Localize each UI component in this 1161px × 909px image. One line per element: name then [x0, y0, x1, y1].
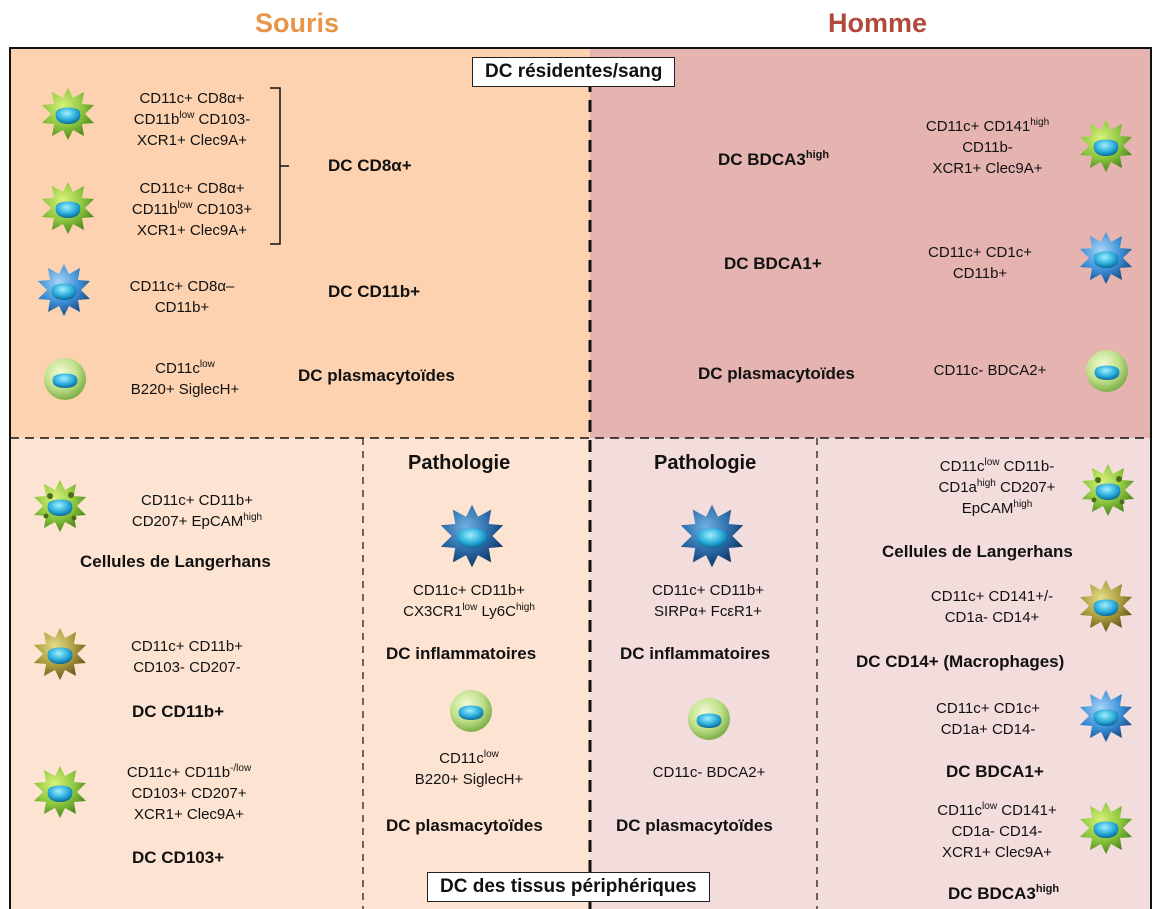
label-dc-plasmacytoides: DC plasmacytoïdes	[698, 364, 855, 383]
box-dc-tissus-peripheriques: DC des tissus périphériques	[427, 872, 710, 902]
human-cd14-markers: CD11c+ CD141+/- CD1a- CD14+	[930, 588, 1054, 626]
pathologie-title: Pathologie	[408, 452, 511, 474]
label-dc-cd11b: DC CD11b+	[132, 702, 225, 721]
human-patho-pdc-markers: CD11c- BDCA2+	[652, 764, 766, 781]
blue-spiky-dendritic-cell-icon	[1080, 232, 1132, 284]
green-spiky-dendritic-cell-icon	[34, 766, 86, 818]
header-homme: Homme	[828, 8, 928, 38]
human-inflam-markers: CD11c+ CD11b+ SIRPα+ FcεR1+	[651, 582, 764, 620]
dark-blue-spiky-dendritic-cell-icon	[680, 504, 744, 568]
green-spiky-dendritic-cell-icon	[42, 88, 94, 140]
header-souris: Souris	[255, 8, 340, 38]
label-dc-cd14-macrophages: DC CD14+ (Macrophages)	[856, 652, 1065, 671]
green-spotted-langerhans-cell-icon	[34, 480, 86, 532]
pathologie-title: Pathologie	[654, 452, 757, 474]
human-bdca3-markers: CD11c+ CD141high CD11b- XCR1+ Clec9A+	[925, 117, 1050, 178]
mouse-inflam-markers: CD11c+ CD11b+ CX3CR1low Ly6Chigh	[403, 582, 535, 620]
mouse-cd11b-tissue-markers: CD11c+ CD11b+ CD103- CD207-	[130, 638, 243, 676]
blue-spiky-dendritic-cell-icon	[1080, 690, 1132, 742]
green-round-cell-icon	[1086, 350, 1128, 392]
human-langerhans-markers: CD11clow CD11b- CD1ahigh CD207+ EpCAMhig…	[938, 457, 1056, 518]
human-tissue-panel	[590, 438, 1151, 909]
green-spiky-dendritic-cell-icon	[1080, 802, 1132, 854]
label-cellules-de-langerhans: Cellules de Langerhans	[882, 542, 1073, 561]
mouse-pdc-markers: CD11clow B220+ SiglecH+	[130, 359, 240, 399]
dark-blue-spiky-dendritic-cell-icon	[440, 504, 504, 568]
label-cellules-de-langerhans: Cellules de Langerhans	[80, 552, 271, 571]
box-dc-residentes-sang: DC résidentes/sang	[472, 57, 676, 87]
label-dc-cd11b: DC CD11b+	[328, 282, 421, 301]
label-dc-inflammatoires: DC inflammatoires	[620, 644, 771, 663]
human-bdca1-tissue-markers: CD11c+ CD1c+ CD1a+ CD14-	[936, 700, 1040, 738]
label-dc-inflammatoires: DC inflammatoires	[386, 644, 537, 663]
green-round-cell-icon	[44, 358, 86, 400]
green-spiky-dendritic-cell-icon	[1080, 120, 1132, 172]
mouse-resident-panel	[10, 48, 590, 438]
mouse-cd8-markers-2: CD11c+ CD8α+ CD11blow CD103+ XCR1+ Clec9…	[131, 180, 253, 239]
human-pdc-markers: CD11c- BDCA2+	[933, 362, 1047, 379]
green-round-cell-icon	[688, 698, 730, 740]
mouse-cd8-markers-1: CD11c+ CD8α+ CD11blow CD103- XCR1+ Clec9…	[133, 90, 251, 149]
label-dc-bdca3: DC BDCA3high	[948, 883, 1060, 904]
human-bdca3-tissue-markers: CD11clow CD141+ CD1a- CD14- XCR1+ Clec9A…	[937, 801, 1057, 862]
green-round-cell-icon	[450, 690, 492, 732]
olive-spiky-dendritic-cell-icon	[34, 628, 86, 680]
mouse-tissue-panel	[10, 438, 590, 909]
mouse-cd103-markers: CD11c+ CD11b-/low CD103+ CD207+ XCR1+ Cl…	[126, 763, 252, 824]
label-dc-cd103: DC CD103+	[132, 848, 225, 867]
mouse-langerhans-markers: CD11c+ CD11b+ CD207+ EpCAMhigh	[131, 492, 263, 530]
mouse-cd11b-markers: CD11c+ CD8α– CD11b+	[129, 278, 235, 316]
green-spotted-langerhans-cell-icon	[1082, 464, 1134, 516]
blue-spiky-dendritic-cell-icon	[38, 264, 90, 316]
label-dc-plasmacytoides: DC plasmacytoïdes	[386, 816, 543, 835]
label-dc-plasmacytoides: DC plasmacytoïdes	[616, 816, 773, 835]
label-dc-bdca3: DC BDCA3high	[718, 149, 830, 170]
human-bdca1-markers: CD11c+ CD1c+ CD11b+	[928, 244, 1032, 282]
label-dc-plasmacytoides: DC plasmacytoïdes	[298, 366, 455, 385]
label-dc-cd8: DC CD8α+	[328, 156, 412, 175]
olive-spiky-dendritic-cell-icon	[1080, 580, 1132, 632]
mouse-patho-pdc-markers: CD11clow B220+ SiglecH+	[414, 749, 524, 789]
human-resident-panel	[590, 48, 1151, 438]
label-dc-bdca1: DC BDCA1+	[724, 254, 822, 273]
label-dc-bdca1: DC BDCA1+	[946, 762, 1044, 781]
green-spiky-dendritic-cell-icon	[42, 182, 94, 234]
